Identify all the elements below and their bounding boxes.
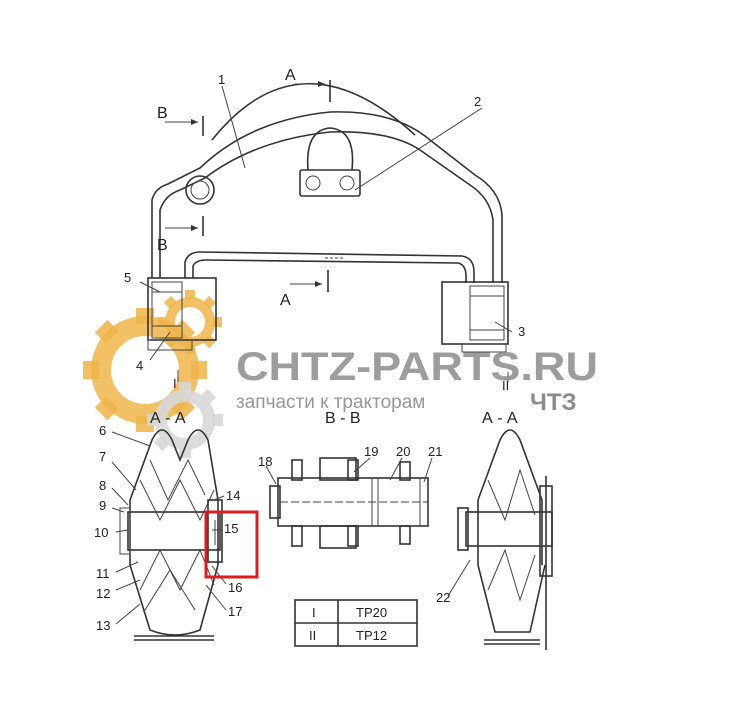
table-row-model: ТР20 xyxy=(356,605,387,620)
part-label: 2 xyxy=(474,94,481,109)
part-label: 12 xyxy=(96,586,110,601)
roman-mark-2: II xyxy=(502,378,509,393)
table-row-mark: II xyxy=(309,628,316,643)
part-label: 8 xyxy=(99,478,106,493)
part-label: 4 xyxy=(136,358,143,373)
part-label: 17 xyxy=(228,604,242,619)
part-label: 15 xyxy=(224,521,238,536)
part-label: 18 xyxy=(258,454,272,469)
model-table xyxy=(294,599,418,647)
part-label: 11 xyxy=(96,566,110,581)
watermark: CHTZ-PARTS.RU запчасти к тракторам ЧТЗ xyxy=(236,345,598,416)
section-title-bb: В - В xyxy=(325,410,361,427)
part-label: 1 xyxy=(218,72,225,87)
section-title-aa-right: А - А xyxy=(482,410,518,427)
part-label: 9 xyxy=(99,498,106,513)
section-marks: A B B A I II А - А В - В А - А xyxy=(150,67,518,427)
part-label: 14 xyxy=(226,488,240,503)
watermark-title: CHTZ-PARTS.RU xyxy=(236,345,598,389)
section-mark-b-bottom: B xyxy=(157,237,168,254)
part-label: 21 xyxy=(428,444,442,459)
part-label: 5 xyxy=(124,270,131,285)
table-cells: I ТР20 II ТР12 xyxy=(309,605,387,643)
section-aa-right xyxy=(447,429,553,650)
watermark-subtitle: запчасти к тракторам xyxy=(236,392,425,413)
watermark-brand: ЧТЗ xyxy=(530,389,577,416)
section-aa-left xyxy=(111,429,227,641)
section-mark-a-top: A xyxy=(285,67,296,84)
section-mark-b-top: B xyxy=(157,105,168,122)
part-label: 13 xyxy=(96,618,110,633)
bracket-top-view xyxy=(139,80,513,382)
part-label: 20 xyxy=(396,444,410,459)
roman-mark-1: I xyxy=(173,376,177,391)
part-label: 19 xyxy=(364,444,378,459)
part-label: 6 xyxy=(99,423,106,438)
part-label: 22 xyxy=(436,590,450,605)
part-label: 3 xyxy=(518,324,525,339)
part-label: 10 xyxy=(94,525,108,540)
table-row-mark: I xyxy=(312,605,316,620)
section-mark-a-bottom: A xyxy=(280,292,291,309)
table-row-model: ТР12 xyxy=(356,628,387,643)
section-title-aa-left: А - А xyxy=(150,410,186,427)
section-bb xyxy=(265,457,433,549)
part-label: 16 xyxy=(228,580,242,595)
highlight-box xyxy=(204,510,259,579)
part-labels: 1 2 3 4 5 6 7 8 9 10 11 12 13 14 15 16 1… xyxy=(94,72,525,633)
part-label: 7 xyxy=(99,449,106,464)
